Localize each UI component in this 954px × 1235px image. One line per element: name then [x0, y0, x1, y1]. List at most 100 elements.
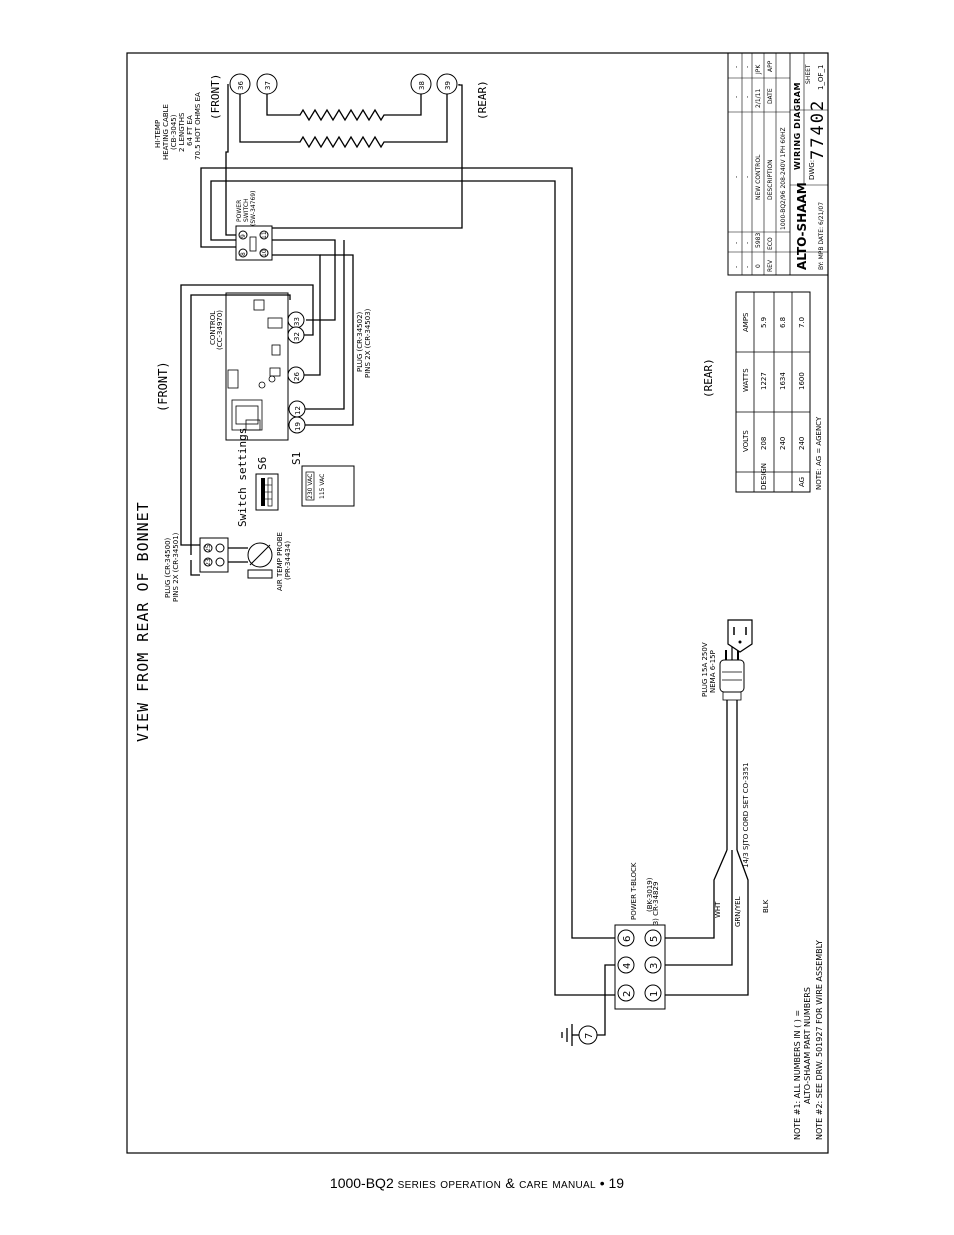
- terminal-12: 12: [294, 406, 302, 415]
- cord-label: 14/3 SJTO CORD SET CO-3351: [742, 762, 750, 868]
- probe-terminals: 25 23: [203, 543, 225, 567]
- svg-text:(CC-34970): (CC-34970): [216, 310, 224, 350]
- svg-text:11: 11: [261, 231, 268, 239]
- s6-label: S6: [256, 457, 269, 470]
- svg-text:7.0: 7.0: [798, 317, 806, 328]
- svg-text:AIR TEMP PROBE: AIR TEMP PROBE: [276, 532, 284, 591]
- svg-text:PINS 2X (CR-34503): PINS 2X (CR-34503): [364, 308, 372, 378]
- wire-19: [305, 254, 354, 426]
- footer-model: 1000-BQ2: [329, 1175, 394, 1191]
- diagram-subtitle: (FRONT): [156, 361, 170, 412]
- svg-text:HEATING CABLE: HEATING CABLE: [162, 104, 170, 160]
- svg-text:5983: 5983: [755, 233, 762, 248]
- heating-element-1: [266, 94, 422, 122]
- svg-text:2: 2: [622, 991, 633, 997]
- ratings-table: VOLTS WATTS AMPS DESIGN 208 1227 5.9 240…: [735, 291, 811, 493]
- notes: NOTE #1: ALL NUMBERS IN ( ) = ALTO-SHAAM…: [793, 940, 824, 1140]
- svg-text:9: 9: [240, 234, 247, 238]
- ratings-header-watts: WATTS: [742, 368, 750, 392]
- drawing-number: 77402: [808, 99, 828, 160]
- svg-text:115 VAC: 115 VAC: [319, 474, 326, 499]
- terminal-33: 33: [293, 317, 301, 326]
- page-footer: 1000-BQ2 series operation & care manual …: [0, 1175, 954, 1191]
- wire-blk-label: BLK: [762, 899, 770, 913]
- plug-nema-6-15p: [719, 646, 745, 701]
- terminal-36: 36: [237, 81, 245, 90]
- svg-text:-: -: [733, 96, 740, 98]
- svg-text:230 VAC: 230 VAC: [307, 474, 314, 499]
- svg-text:-: -: [744, 66, 751, 68]
- svg-text:DATE: DATE: [767, 88, 774, 104]
- sheet-number: 1_OF_1: [817, 65, 825, 90]
- terminal-38: 38: [418, 81, 426, 90]
- svg-text:(PR-34434): (PR-34434): [284, 541, 292, 580]
- wire-36-switch: [225, 84, 236, 236]
- svg-text:5: 5: [649, 936, 660, 942]
- svg-text:NEMA 6-15P: NEMA 6-15P: [709, 650, 717, 693]
- svg-text:-: -: [744, 96, 751, 98]
- ratings-header-volts: VOLTS: [742, 430, 750, 452]
- s1-switch: [301, 465, 355, 507]
- svg-text:1227: 1227: [760, 372, 768, 390]
- svg-text:PLUG (CR-34502): PLUG (CR-34502): [356, 311, 364, 372]
- drawing-description: 1000-BQ2/96 208-240V 1PH 60HZ: [780, 127, 787, 230]
- wire-12: [305, 240, 345, 410]
- terminal-37: 37: [264, 81, 272, 90]
- heater-terminals: 36 37 38 39: [229, 73, 458, 95]
- svg-text:PLUG 15A 250V: PLUG 15A 250V: [701, 642, 709, 697]
- svg-text:PLUG (CR-34500): PLUG (CR-34500): [164, 537, 172, 598]
- power-switch-label: POWER: [236, 200, 243, 222]
- svg-text:-: -: [744, 242, 751, 244]
- svg-text:6.8: 6.8: [779, 317, 787, 328]
- wire-switch-l2: [200, 167, 615, 939]
- drawing-frame: [126, 52, 829, 1154]
- s1-label: S1: [290, 452, 303, 465]
- svg-text:NOTE #2: SEE DRW. 501927 FOR W: NOTE #2: SEE DRW. 501927 FOR WIRE ASSEMB…: [815, 940, 824, 1140]
- power-switch-terminals: 9 11 8 10: [238, 230, 269, 258]
- footer-manual-title: series operation & care manual: [397, 1175, 596, 1191]
- ground-symbol-icon: [561, 1024, 579, 1046]
- agency-note: NOTE: AG = AGENCY: [815, 416, 823, 490]
- terminal-39: 39: [444, 81, 452, 90]
- svg-text:(SW-34769): (SW-34769): [250, 191, 257, 226]
- svg-text:ECO: ECO: [767, 237, 774, 250]
- svg-text:240: 240: [798, 437, 806, 450]
- title-block: - - - - - - - - - - 0 5983 NEW CONTROL 2…: [727, 52, 829, 276]
- svg-text:3: 3: [649, 963, 660, 969]
- wire-wht-label: WHT: [714, 901, 722, 918]
- svg-text:0: 0: [755, 264, 762, 268]
- svg-text:SHEET: SHEET: [805, 64, 812, 84]
- brand-logo: ALTO-SHAAM: [795, 182, 809, 270]
- svg-text:SWITCH: SWITCH: [243, 198, 250, 222]
- svg-text:POWER T-BLOCK: POWER T-BLOCK: [630, 862, 638, 920]
- svg-text:CONTROL: CONTROL: [209, 311, 217, 345]
- svg-text:-: -: [733, 242, 740, 244]
- svg-text:-: -: [733, 266, 740, 268]
- control-board-details: [227, 299, 283, 431]
- wire-probe: [190, 294, 291, 555]
- svg-text:23: 23: [205, 558, 212, 566]
- svg-text:7: 7: [584, 1033, 595, 1039]
- rear-label-top: (REAR): [476, 80, 489, 120]
- svg-text:APP: APP: [767, 60, 774, 72]
- heating-cable-label: HI-TEMP HEATING CABLE (CB-3045) 2 LENGTH…: [154, 92, 202, 160]
- svg-text:2 LENGTHS: 2 LENGTHS: [178, 112, 186, 152]
- wire-39-switch: [268, 84, 463, 229]
- terminal-26: 26: [293, 372, 301, 381]
- rear-label-mid: (REAR): [702, 358, 715, 398]
- terminal-19: 19: [294, 422, 302, 431]
- svg-text:PINS 2X (CR-34501): PINS 2X (CR-34501): [172, 532, 180, 602]
- ground-wire: [597, 964, 615, 1036]
- svg-text:(3) CR-34829: (3) CR-34829: [652, 882, 660, 928]
- t-block-terminals: 6 5 4 3 2 1: [617, 929, 662, 1002]
- svg-text:10: 10: [261, 249, 268, 257]
- diagram-title: VIEW FROM REAR OF BONNET: [134, 501, 152, 742]
- wire-32: [180, 284, 314, 546]
- svg-text:8: 8: [240, 252, 247, 256]
- svg-text:2/1/11: 2/1/11: [755, 89, 762, 108]
- footer-page-number: • 19: [599, 1175, 625, 1191]
- svg-text:BY: MPB DATE: 6/21/07: BY: MPB DATE: 6/21/07: [818, 202, 825, 270]
- svg-text:-: -: [733, 66, 740, 68]
- svg-text:-: -: [733, 176, 740, 178]
